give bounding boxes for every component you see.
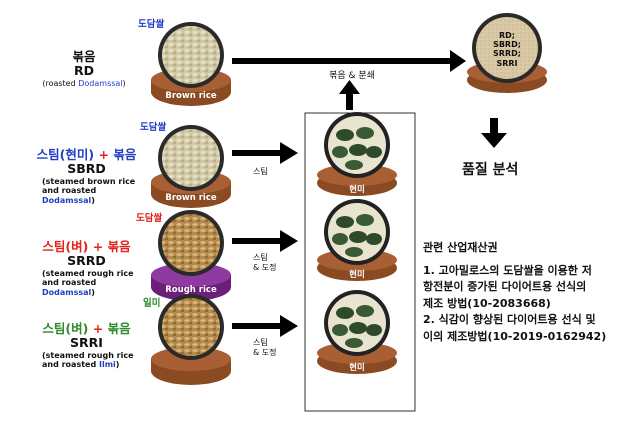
- method-sbrd-ko: 스팀(현미) + 볶음: [36, 147, 137, 162]
- method-rd-ko: 볶음: [72, 49, 96, 64]
- method-srrd-code: SRRD: [67, 253, 106, 269]
- bowl-srri: [151, 294, 231, 385]
- arrow-steam-1: [232, 142, 298, 164]
- bowl-label-rough-rice: Rough rice: [165, 285, 217, 295]
- bowl-steamed-3: [317, 290, 397, 374]
- label-roast-grind: 볶음 & 분쇄: [329, 71, 375, 81]
- bowl-rd: [151, 22, 231, 106]
- quality-analysis: 품질 분석: [462, 162, 519, 178]
- arrow-up: [339, 80, 360, 110]
- method-sbrd-code: SBRD: [67, 161, 106, 177]
- ip-line3: 제조 방법(10-2083668): [423, 296, 551, 310]
- method-rd-code: RD: [73, 63, 94, 79]
- label-steam-3: 스팀& 도정: [253, 338, 277, 358]
- method-srri-code: SRRI: [70, 335, 103, 351]
- method-rd-desc: (roasted Dodamssal): [42, 78, 126, 88]
- ip-line5: 이의 제조방법(10-2019-0162942): [423, 329, 607, 343]
- arrow-steam-2: [232, 230, 298, 252]
- result-bowl-text: RD; SBRD; SRRD; SRRI: [493, 31, 521, 68]
- ip-rights: 관련 산업재산권 1. 고아밀로스의 도담쌀을 이용한 저 항전분이 증가된 다…: [423, 240, 638, 345]
- rice-tag-rd: 도담쌀: [138, 19, 165, 30]
- bowl-label-brown-rice-2: Brown rice: [165, 193, 217, 203]
- bowl-steamed-1: [317, 112, 397, 196]
- bowl-srrd: [151, 210, 231, 301]
- arrow-down: [481, 118, 507, 148]
- bowl-label-brown-rice-1: Brown rice: [165, 91, 217, 101]
- rice-tag-srrd: 도담쌀: [136, 213, 163, 224]
- ip-line1: 1. 고아밀로스의 도담쌀을 이용한 저: [423, 263, 592, 277]
- ip-line4: 2. 식감이 향상된 다이어트용 선식 및: [423, 313, 596, 326]
- label-steam-2: 스팀& 도정: [253, 253, 277, 273]
- arrow-steam-3: [232, 315, 298, 337]
- bowl-sbrd: [151, 125, 231, 208]
- bowl-result: [467, 13, 547, 93]
- label-steam-1: 스팀: [253, 167, 268, 176]
- method-rd: 볶음 RD (roasted Dodamssal): [24, 49, 144, 88]
- rice-tag-srri: 일미: [143, 298, 161, 309]
- bowl-label-steamed-3: 현미: [349, 363, 365, 373]
- method-srri-ko: 스팀(벼) + 볶음: [42, 321, 131, 336]
- rice-tag-sbrd: 도담쌀: [140, 122, 167, 133]
- arrow-top: [232, 50, 466, 72]
- ip-heading: 관련 산업재산권: [423, 241, 498, 254]
- method-srrd-ko: 스팀(벼) + 볶음: [42, 239, 131, 254]
- bowl-label-steamed-2: 현미: [349, 270, 365, 280]
- bowl-steamed-2: [317, 199, 397, 281]
- ip-line2: 항전분이 증가된 다이어트용 선식의: [423, 280, 587, 293]
- bowl-label-steamed-1: 현미: [349, 185, 365, 195]
